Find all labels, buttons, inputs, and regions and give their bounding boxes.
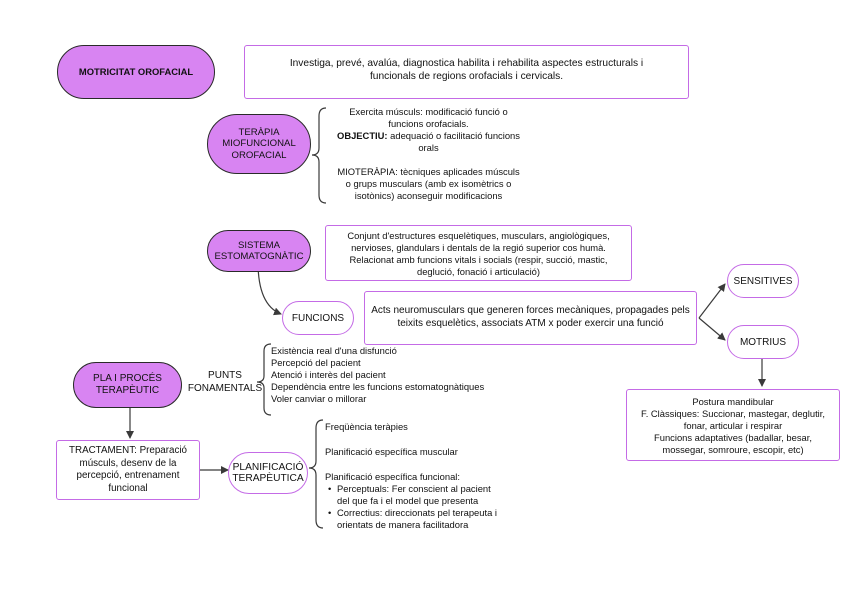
objectiu-text: adequació o facilitació funcions [387, 130, 520, 142]
motricitat-desc-line: Investiga, prevé, avalúa, diagnostica ha… [289, 58, 644, 69]
motrius-desc-line: Funcions adaptatives (badallar, besar, [654, 432, 812, 444]
motrius-desc-line: F. Clàssiques: Succionar, mastegar, degl… [641, 408, 825, 420]
arrow-sensitives [698, 283, 726, 319]
funcions-title: FUNCIONS [291, 312, 345, 324]
planificacio-freq: Freqüència teràpies [325, 421, 408, 432]
punts-label-line: PUNTS [208, 370, 242, 381]
pla-title-line: TERAPÈUTIC [95, 385, 160, 396]
tractament-box: TRACTAMENT: Preparació músculs, desenv d… [56, 440, 200, 500]
correctius-line: Correctius: direccionats pel terapeuta i [337, 507, 497, 519]
punt-item: Dependència entre les funcions estomatog… [271, 381, 485, 393]
planificacio-muscular: Planificació específica muscular [325, 446, 458, 458]
sistema-title-line: SISTEMA [237, 239, 281, 251]
terapia-objectiu-line: OBJECTIU: adequació o facilitació funcio… [326, 130, 531, 142]
arrow-motrius [698, 317, 726, 341]
sensitives-title: SENSITIVES [733, 275, 793, 287]
punt-item: Percepció del pacient [271, 357, 361, 369]
punts-label-line: FONAMENTALS [187, 382, 263, 394]
planificacio-details: Freqüència teràpies Planificació específ… [325, 421, 525, 531]
punt-item: Existència real d'una disfunció [271, 345, 397, 356]
motrius-desc-line: fonar, articular i respirar [683, 420, 783, 432]
node-pla-proces-terapeutic: PLA I PROCÉS TERAPÈUTIC [73, 362, 182, 408]
brace-terapia [311, 107, 327, 204]
motrius-description: Postura mandibular F. Clàssiques: Succio… [626, 389, 840, 461]
funcions-description: Acts neuromusculars que generen forces m… [364, 291, 697, 345]
motrius-desc-line: Postura mandibular [692, 396, 774, 407]
node-planificacio-terapeutica: PLANIFICACIÓ TERAPÈUTICA [228, 452, 308, 494]
perceptuals-line: Perceptuals: Fer conscient al pacient [337, 483, 491, 495]
mioterapia-line: o grups musculars (amb ex isomètrics o [345, 178, 512, 190]
punt-item: Atenció i interès del pacient [271, 369, 386, 381]
motricitat-desc-line: funcionals de regions orofacials i cervi… [369, 71, 564, 83]
brace-pla [256, 343, 272, 416]
sistema-desc-line: nervioses, glandulars i dentals de la re… [351, 242, 606, 254]
tractament-line: percepció, entrenament [76, 470, 180, 482]
node-terapia-miofuncional: TERÀPIA MIOFUNCIONAL OROFACIAL [207, 114, 311, 174]
punts-fonamentals-label: PUNTS FONAMENTALS [183, 370, 267, 396]
planificacio-title-line: PLANIFICACIÓ [232, 462, 304, 473]
sistema-description: Conjunt d'estructures esquelètiques, mus… [325, 225, 632, 281]
bullet-correctius: • Correctius: direccionats pel terapeuta… [325, 507, 525, 531]
terapia-detail-line: funcions orofacials. [388, 118, 469, 130]
motricitat-title: MOTRICITAT OROFACIAL [78, 66, 194, 78]
node-sistema-estomatognatic: SISTEMA ESTOMATOGNÀTIC [207, 230, 311, 272]
terapia-title-line: MIOFUNCIONAL [222, 138, 296, 150]
funcions-desc-line: Acts neuromusculars que generen forces m… [371, 305, 690, 316]
node-motricitat-orofacial: MOTRICITAT OROFACIAL [57, 45, 215, 99]
correctius-line: orientats de manera facilitadora [337, 519, 469, 531]
sistema-desc-line: Relacionat amb funcions vitals i socials… [349, 254, 608, 266]
objectiu-label: OBJECTIU: [337, 130, 388, 142]
punt-item: Voler canviar o millorar [271, 393, 367, 405]
sistema-desc-line: Conjunt d'estructures esquelètiques, mus… [347, 230, 610, 241]
terapia-title-line: OROFACIAL [231, 149, 287, 161]
tractament-line: funcional [108, 482, 148, 494]
brace-planificacio [308, 419, 324, 529]
perceptuals-line: del que fa i el model que presenta [337, 495, 479, 507]
pla-title-line: PLA I PROCÉS [93, 373, 162, 384]
planificacio-funcional: Planificació específica funcional: [325, 471, 460, 483]
bullet-perceptuals: • Perceptuals: Fer conscient al pacient … [325, 483, 525, 507]
tractament-line: TRACTAMENT: Preparació [69, 445, 187, 456]
mioterapia-line: MIOTERÀPIA: tècniques aplicades músculs [337, 166, 520, 178]
terapia-detail-line: Exercita músculs: modificació funció o [349, 106, 508, 117]
tractament-line: músculs, desenv de la [79, 457, 177, 469]
bullet-glyph: • [328, 483, 332, 495]
planificacio-title-line: TERAPÈUTICA [232, 473, 304, 484]
punts-fonamentals-list: Existència real d'una disfunció Percepci… [271, 345, 521, 405]
terapia-detail-line: orals [418, 142, 439, 154]
terapia-details: Exercita músculs: modificació funció o f… [326, 106, 531, 202]
mioterapia-line: isotònics) aconseguir modificacions [354, 190, 503, 202]
node-motrius: MOTRIUS [727, 325, 799, 359]
sistema-title-line: ESTOMATOGNÀTIC [214, 251, 304, 262]
motrius-desc-line: mossegar, somroure, escopir, etc) [662, 444, 804, 456]
sistema-desc-line: deglució, fonació i articulació) [417, 266, 540, 278]
node-sensitives: SENSITIVES [727, 264, 799, 298]
node-funcions: FUNCIONS [282, 301, 354, 335]
motricitat-description: Investiga, prevé, avalúa, diagnostica ha… [244, 45, 689, 99]
bullet-glyph: • [328, 507, 332, 519]
motrius-title: MOTRIUS [739, 336, 787, 348]
terapia-title-line: TERÀPIA [238, 126, 280, 138]
funcions-desc-line: teixits esquelètics, associats ATM x pod… [397, 317, 664, 329]
